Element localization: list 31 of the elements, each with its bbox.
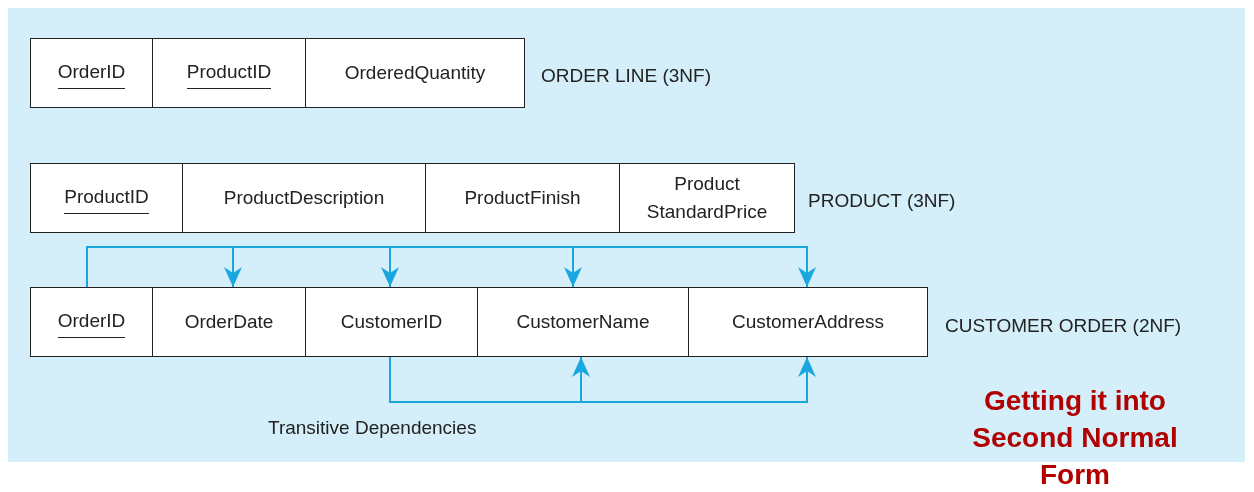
attribute-name: CustomerID <box>340 310 443 334</box>
table-name: CUSTOMER ORDER (2NF) <box>945 314 1182 338</box>
attribute-name: CustomerName <box>516 310 650 334</box>
key-attribute-name: OrderID <box>57 57 126 89</box>
attribute-name: ProductFinish <box>464 186 581 210</box>
attribute-cell <box>305 38 525 108</box>
primary-key-cell <box>152 38 306 108</box>
attribute-cell <box>619 163 795 233</box>
dependency-arrow <box>86 246 816 288</box>
key-attribute-name: OrderID <box>57 306 126 338</box>
attribute-name: OrderedQuantity <box>344 61 486 85</box>
primary-key-cell <box>30 163 183 233</box>
table-name: PRODUCT (3NF) <box>808 189 956 213</box>
attribute-name: ProductDescription <box>223 186 385 210</box>
attribute-name: CustomerAddress <box>731 310 885 334</box>
key-attribute-name: ProductID <box>186 57 272 89</box>
attribute-cell <box>425 163 620 233</box>
primary-key-cell <box>30 38 153 108</box>
dependency-arrow <box>389 356 816 403</box>
annotation-label: Transitive Dependencies <box>268 416 477 440</box>
table-name: ORDER LINE (3NF) <box>541 64 711 88</box>
attribute-cell <box>305 287 478 357</box>
primary-key-cell <box>30 287 153 357</box>
attribute-name: Product StandardPrice <box>645 172 769 224</box>
caption: Getting it into Second Normal Form <box>971 384 1179 492</box>
attribute-cell <box>688 287 928 357</box>
attribute-cell <box>152 287 306 357</box>
attribute-name: OrderDate <box>184 310 274 334</box>
attribute-cell <box>477 287 689 357</box>
key-attribute-name: ProductID <box>64 182 149 214</box>
attribute-cell <box>182 163 426 233</box>
